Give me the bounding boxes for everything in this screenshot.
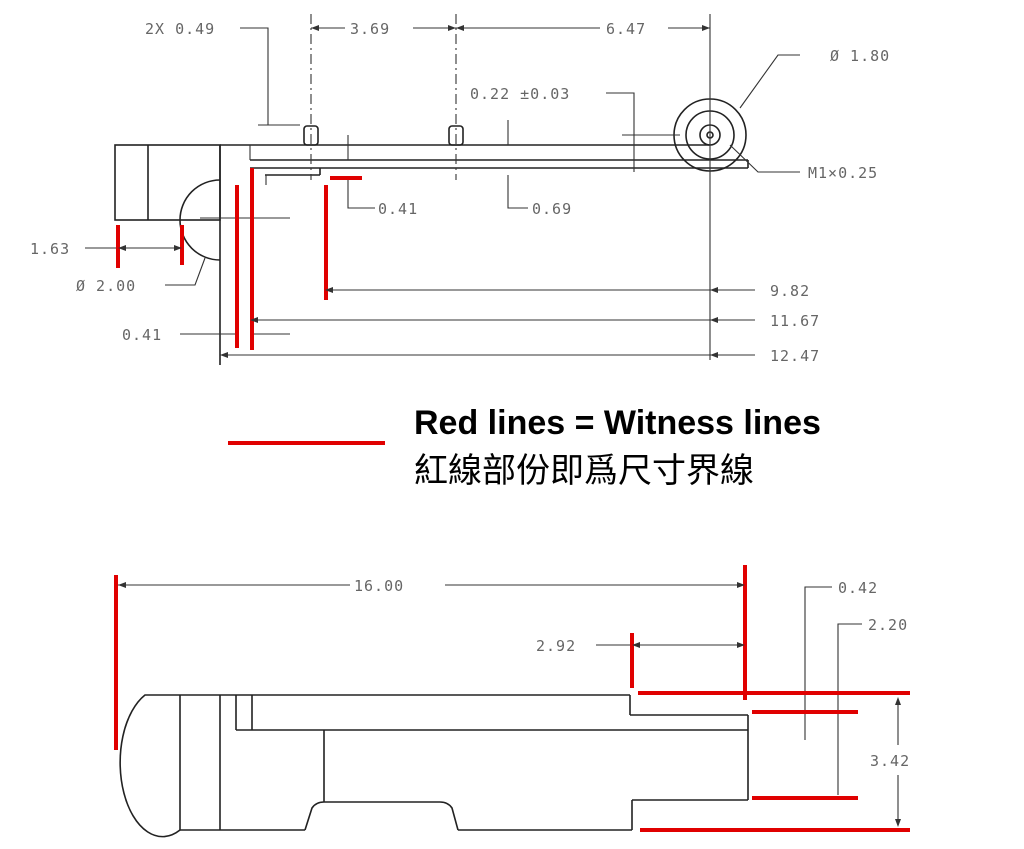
arrowhead <box>702 25 710 31</box>
legend-subtitle: 紅線部份即爲尺寸界線 <box>414 451 754 491</box>
arrowhead <box>311 25 319 31</box>
arrowhead <box>737 642 745 648</box>
arrowhead <box>710 352 718 358</box>
arrowhead <box>895 819 901 827</box>
dim-gap: 0.42 <box>838 579 878 597</box>
arrowhead <box>710 317 718 323</box>
dim-tab: 1.63 <box>30 240 70 258</box>
legend-title: Red lines = Witness lines <box>414 404 821 442</box>
arrowhead <box>710 287 718 293</box>
dim-head-diameter: Ø 1.80 <box>830 47 890 65</box>
top-dimension-labels: 2X 0.49 3.69 6.47 Ø 1.80 0.22 ±0.03 M1×0… <box>30 20 890 365</box>
dim-end-diameter: Ø 2.00 <box>76 277 136 295</box>
legend: Red lines = Witness lines 紅線部份即爲尺寸界線 <box>228 404 821 491</box>
arrowhead <box>448 25 456 31</box>
arrowhead <box>118 245 126 251</box>
arrowhead <box>456 25 464 31</box>
dim-groove: 0.69 <box>532 200 572 218</box>
dim-thickness: 0.22 ±0.03 <box>470 85 570 103</box>
arrowhead <box>174 245 182 251</box>
bottom-part-outline <box>119 694 749 838</box>
dim-length-a: 9.82 <box>770 282 810 300</box>
arrowhead <box>118 582 126 588</box>
dimension-arrowheads <box>118 25 901 827</box>
arrowhead <box>737 582 745 588</box>
dim-inner: 2.20 <box>868 616 908 634</box>
bottom-witness-lines <box>114 565 910 832</box>
top-witness-lines <box>116 168 362 350</box>
bottom-dimension-lines <box>118 584 899 825</box>
bottom-dimension-labels: 16.00 2.92 0.42 2.20 3.42 <box>354 577 910 770</box>
dim-overall: 16.00 <box>354 577 404 595</box>
dim-length-b: 11.67 <box>770 312 820 330</box>
dim-step: 0.41 <box>378 200 418 218</box>
dim-height: 3.42 <box>870 752 910 770</box>
bottom-view: 16.00 2.92 0.42 2.20 3.42 <box>114 565 910 838</box>
dim-thread: M1×0.25 <box>808 164 878 182</box>
arrowhead <box>250 317 258 323</box>
top-dimension-lines <box>85 14 800 360</box>
arrowhead <box>632 642 640 648</box>
arrowhead <box>895 697 901 705</box>
dim-holes: 2X 0.49 <box>145 20 215 38</box>
dim-span: 6.47 <box>606 20 646 38</box>
top-view: 2X 0.49 3.69 6.47 Ø 1.80 0.22 ±0.03 M1×0… <box>30 14 890 365</box>
top-part-outline <box>114 98 749 365</box>
dim-length-c: 12.47 <box>770 347 820 365</box>
dim-pitch: 3.69 <box>350 20 390 38</box>
arrowhead <box>325 287 333 293</box>
arrowhead <box>220 352 228 358</box>
dim-shoulder: 2.92 <box>536 637 576 655</box>
dim-offset: 0.41 <box>122 326 162 344</box>
